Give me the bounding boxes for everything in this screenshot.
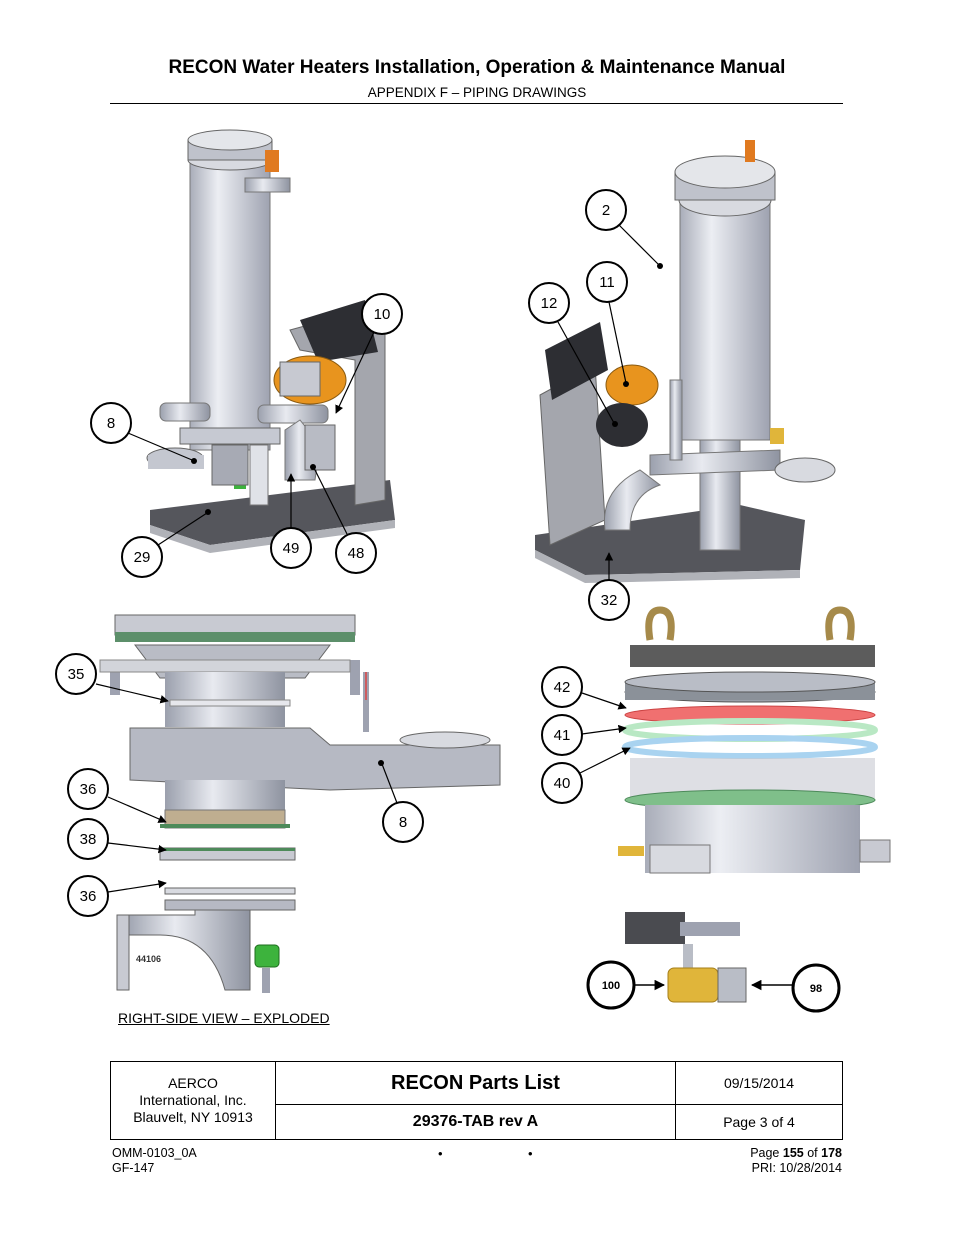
page-of: of <box>807 1146 818 1160</box>
footer-page-number: Page 155 of 178 <box>750 1146 842 1161</box>
callout-label: 2 <box>602 202 610 219</box>
callout-label: 8 <box>399 814 407 831</box>
page-prefix: Page <box>750 1146 780 1160</box>
callout-label: 38 <box>80 831 97 848</box>
callout-48: 48 <box>310 464 377 574</box>
callout-10: 10 <box>335 293 403 414</box>
footer-doc-id: OMM-0103_0A <box>112 1146 197 1160</box>
callout-98: 98 <box>750 963 841 1013</box>
callout-32: 32 <box>588 552 630 621</box>
callout-label: 100 <box>602 980 620 992</box>
exploded-burner-view: 44106 <box>99 614 501 993</box>
callout-2: 2 <box>585 189 663 269</box>
document-date: 09/15/2014 <box>675 1061 843 1105</box>
callout-36-lower: 36 <box>67 875 167 917</box>
callout-42: 42 <box>541 666 627 710</box>
callout-12: 12 <box>528 282 618 427</box>
flange-gasket-stack-view <box>618 606 891 874</box>
document-title: RECON Water Heaters Installation, Operat… <box>168 57 786 78</box>
callout-label: 48 <box>348 545 365 562</box>
callout-label: 98 <box>810 983 822 995</box>
footer-form-id: GF-147 <box>112 1161 155 1175</box>
document-subtitle: APPENDIX F – PIPING DRAWINGS <box>367 85 587 100</box>
callout-label: 35 <box>68 666 85 683</box>
view-caption: RIGHT-SIDE VIEW – EXPLODED <box>118 1010 330 1026</box>
header-divider <box>110 103 843 104</box>
footer-pri: PRI: 10/28/2014 <box>751 1161 842 1175</box>
company-name: AERCO <box>168 1075 218 1091</box>
page-total: 178 <box>821 1146 842 1160</box>
callout-8-exploded: 8 <box>378 760 424 843</box>
footer-right: Page 155 of 178 PRI: 10/28/2014 <box>750 1146 842 1176</box>
callout-label: 42 <box>554 679 571 696</box>
callout-label: 40 <box>554 775 571 792</box>
callout-49: 49 <box>270 473 312 569</box>
callout-label: 36 <box>80 781 97 798</box>
footer-left: OMM-0103_0A GF-147 <box>112 1146 197 1176</box>
company-address: Blauvelt, NY 10913 <box>133 1109 253 1125</box>
document-number: 29376-TAB rev A <box>275 1104 676 1140</box>
callout-label: 36 <box>80 888 97 905</box>
callout-label: 29 <box>134 549 151 566</box>
footer-bullet: • <box>528 1146 533 1161</box>
callout-29: 29 <box>121 509 211 578</box>
callout-label: 41 <box>554 727 571 744</box>
heater-assembly-right-view <box>535 140 836 583</box>
page-current: 155 <box>782 1146 804 1160</box>
callout-38: 38 <box>67 818 167 860</box>
callout-label: 11 <box>599 274 615 291</box>
callout-label: 8 <box>107 415 115 432</box>
document-page: Page 3 of 4 <box>675 1104 843 1140</box>
callout-35: 35 <box>55 653 169 704</box>
callout-label: 32 <box>601 592 618 609</box>
parts-list-title: RECON Parts List <box>275 1061 676 1105</box>
valve-detail-view <box>625 912 747 1003</box>
company-suffix: International, Inc. <box>139 1092 247 1108</box>
callout-100: 100 <box>586 960 666 1010</box>
callout-11: 11 <box>586 261 629 387</box>
callout-label: 12 <box>541 295 558 312</box>
heater-assembly-left-view <box>146 129 395 553</box>
callout-40: 40 <box>541 747 631 804</box>
company-cell: AERCO International, Inc. Blauvelt, NY 1… <box>110 1061 276 1140</box>
callout-label: 49 <box>283 540 300 557</box>
footer-bullet: • <box>438 1146 443 1161</box>
callout-8: 8 <box>90 402 197 464</box>
pipe-part-number: 44106 <box>136 954 161 964</box>
callout-label: 10 <box>374 306 391 323</box>
title-block: AERCO International, Inc. Blauvelt, NY 1… <box>110 1061 843 1140</box>
callout-36-upper: 36 <box>67 768 167 823</box>
callout-41: 41 <box>541 714 627 756</box>
